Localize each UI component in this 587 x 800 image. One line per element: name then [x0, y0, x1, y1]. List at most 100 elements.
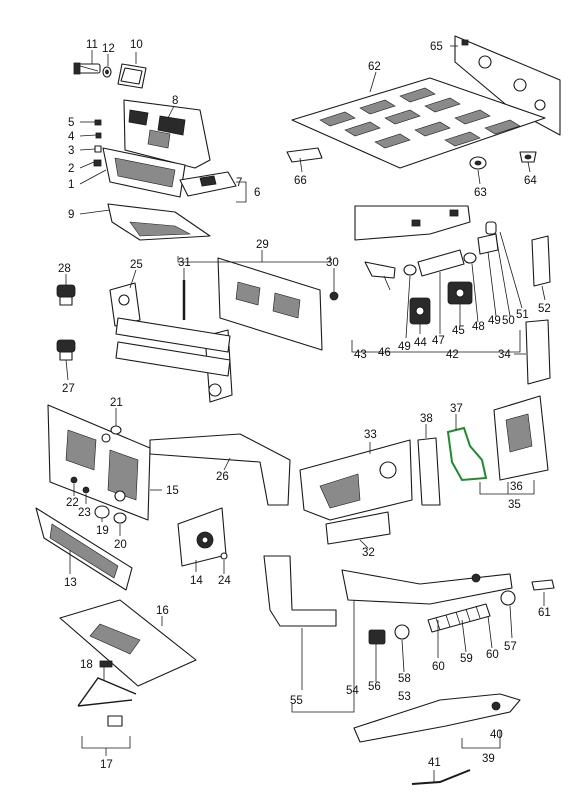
part-grommet-63[interactable]	[469, 156, 487, 170]
callout-8: 8	[172, 95, 178, 107]
part-strut-17[interactable]	[77, 677, 137, 727]
callout-54: 54	[346, 685, 359, 697]
part-tray-16[interactable]	[59, 599, 197, 687]
callout-64: 64	[524, 175, 537, 187]
part-clips-22-23[interactable]	[70, 476, 90, 494]
callout-29: 29	[256, 239, 269, 251]
part-bracket-52[interactable]	[531, 235, 551, 287]
callout-4: 4	[68, 131, 75, 143]
part-sill-extension-39-40[interactable]	[353, 693, 521, 743]
part-apron-13[interactable]	[35, 507, 133, 591]
part-bolt-11[interactable]	[73, 62, 101, 75]
callout-14: 14	[190, 575, 203, 587]
callout-53: 53	[398, 691, 411, 703]
callout-63: 63	[474, 187, 487, 199]
part-trim-panel-1[interactable]	[102, 147, 186, 198]
part-cable-41[interactable]	[411, 769, 471, 785]
callout-9: 9	[68, 209, 74, 221]
callout-22: 22	[66, 497, 79, 509]
part-pipe-46[interactable]	[364, 261, 396, 279]
callout-11: 11	[86, 39, 98, 51]
part-floor-pan-9[interactable]	[107, 203, 211, 241]
callout-52: 52	[538, 303, 551, 315]
callout-55: 55	[290, 695, 303, 707]
callout-58: 58	[398, 673, 411, 685]
part-grommet-45[interactable]	[447, 281, 473, 305]
callout-19: 19	[96, 525, 109, 537]
callout-59: 59	[460, 653, 473, 665]
callout-49a: 49	[398, 341, 411, 353]
callout-15: 15	[166, 485, 179, 497]
callout-3: 3	[68, 145, 74, 157]
part-tube-55[interactable]	[263, 555, 337, 627]
callout-60a: 60	[432, 661, 445, 673]
part-hose-47[interactable]	[417, 249, 465, 277]
callout-37: 37	[450, 403, 463, 415]
part-axle-beam-25[interactable]	[109, 282, 233, 403]
part-tunnel-section-43[interactable]	[354, 205, 471, 241]
callout-2: 2	[68, 163, 74, 175]
part-front-panel-15[interactable]	[47, 404, 151, 521]
callout-47: 47	[432, 335, 445, 347]
part-clamp-49a[interactable]	[403, 264, 417, 276]
callout-41: 41	[428, 757, 441, 769]
part-plug-64[interactable]	[519, 151, 537, 163]
callout-57: 57	[504, 641, 517, 653]
callout-10: 10	[130, 39, 143, 51]
part-cover-plate-10[interactable]	[117, 63, 147, 89]
part-cap-57[interactable]	[500, 590, 516, 606]
callout-16: 16	[156, 605, 169, 617]
callout-5: 5	[68, 117, 74, 129]
part-washer-24[interactable]	[220, 552, 228, 560]
callout-33: 33	[364, 429, 377, 441]
part-spring-59[interactable]	[427, 603, 491, 633]
part-pillar-34[interactable]	[525, 319, 551, 385]
callout-23: 23	[78, 507, 91, 519]
part-nut-56[interactable]	[368, 629, 386, 645]
callout-25: 25	[130, 259, 143, 271]
callout-39: 39	[482, 753, 495, 765]
part-washer-58[interactable]	[394, 624, 410, 640]
part-floor-panel-62[interactable]	[291, 77, 546, 169]
part-grease-fitting-28[interactable]	[56, 284, 76, 306]
callout-49b: 49	[488, 315, 501, 327]
part-cross-member-29[interactable]	[217, 257, 323, 351]
part-mount-14[interactable]	[177, 507, 227, 567]
part-strap-66[interactable]	[286, 147, 323, 163]
callout-30: 30	[326, 257, 339, 269]
callout-35: 35	[508, 499, 521, 511]
part-bulkhead-8[interactable]	[123, 99, 211, 169]
part-brace-32[interactable]	[325, 511, 391, 545]
part-rubber-20[interactable]	[113, 512, 127, 524]
callout-6: 6	[254, 187, 260, 199]
part-sill-54[interactable]	[341, 569, 513, 605]
part-rear-panel-36[interactable]	[493, 395, 549, 481]
callout-20: 20	[114, 539, 127, 551]
part-seal-38[interactable]	[417, 437, 441, 506]
part-grommet-44[interactable]	[409, 297, 431, 325]
part-rubber-19[interactable]	[94, 505, 110, 519]
part-hose-61[interactable]	[531, 579, 555, 591]
part-small-fasteners-2-5[interactable]	[93, 119, 102, 167]
callout-27: 27	[62, 383, 75, 395]
part-nut-30[interactable]	[329, 291, 339, 301]
part-rail-26[interactable]	[149, 433, 291, 506]
part-highlighted-37[interactable]	[446, 426, 488, 482]
part-nut-21[interactable]	[110, 425, 122, 435]
callout-36: 36	[510, 481, 523, 493]
part-washer-12[interactable]	[102, 66, 112, 78]
part-wheelhouse-33[interactable]	[299, 439, 413, 521]
callout-21: 21	[110, 397, 123, 409]
part-clamp-49b[interactable]	[463, 252, 477, 264]
part-grease-fitting-27[interactable]	[56, 339, 76, 361]
part-fitting-50-51[interactable]	[477, 221, 499, 255]
part-bracket-7[interactable]	[179, 171, 237, 197]
callout-48: 48	[472, 321, 485, 333]
callout-28: 28	[58, 263, 71, 275]
callout-17: 17	[100, 759, 113, 771]
callout-13: 13	[64, 577, 77, 589]
part-screw-18[interactable]	[99, 660, 113, 668]
callout-12: 12	[102, 43, 115, 55]
callout-56: 56	[368, 681, 381, 693]
